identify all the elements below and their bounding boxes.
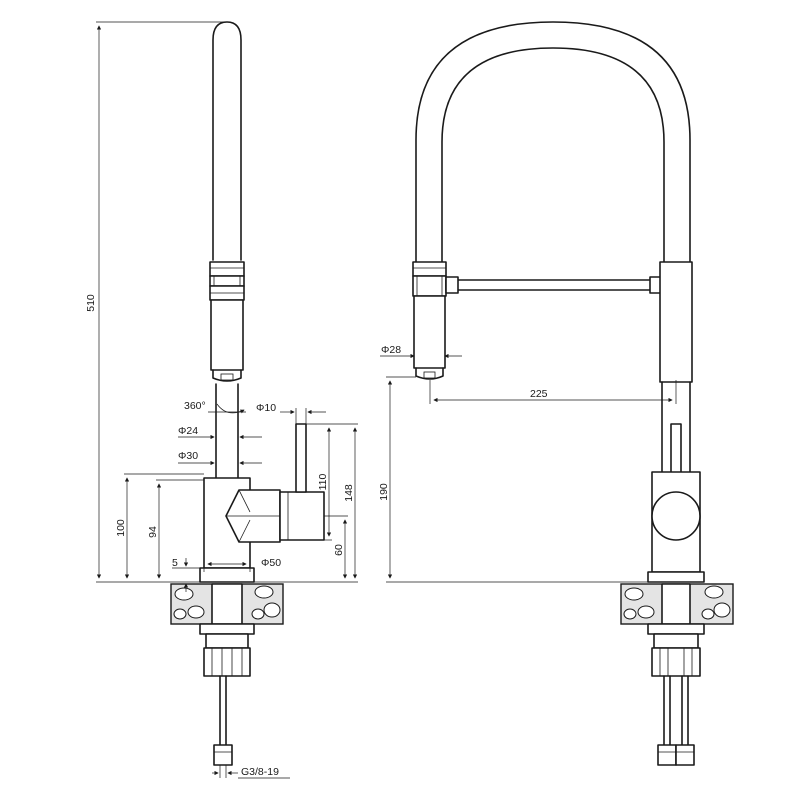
side-hose-fitting xyxy=(213,744,233,766)
dim-5: 5 xyxy=(172,557,178,569)
dim-225: 225 xyxy=(530,388,548,400)
dim-rotation: 360° xyxy=(184,400,206,412)
side-spray-head xyxy=(210,299,244,371)
front-spray-head xyxy=(413,295,446,369)
side-mounting-nut xyxy=(199,623,255,635)
dim-100: 100 xyxy=(115,519,127,537)
dim-thread: G3/8-19 xyxy=(241,766,279,778)
front-handle-knob xyxy=(651,491,701,541)
front-hose-fitting-left xyxy=(657,744,677,766)
side-handle-lever xyxy=(295,423,307,493)
front-holder-arm xyxy=(445,279,663,291)
front-coupling xyxy=(412,261,447,277)
dim-190: 190 xyxy=(378,483,390,501)
front-vertical-column xyxy=(659,261,693,383)
front-base-collar xyxy=(647,571,705,583)
front-mounting-nut xyxy=(647,623,705,635)
dim-phi30: Φ30 xyxy=(178,450,198,462)
dim-phi24: Φ24 xyxy=(178,425,198,437)
side-spout-tube xyxy=(212,21,242,261)
dim-60: 60 xyxy=(333,544,345,556)
dim-110: 110 xyxy=(317,473,329,490)
side-base-collar xyxy=(199,567,255,583)
front-hose-fitting-right xyxy=(675,744,695,766)
dim-94: 94 xyxy=(147,526,159,538)
dim-phi50: Φ50 xyxy=(261,557,281,569)
dim-phi10: Φ10 xyxy=(256,402,276,414)
front-view xyxy=(412,21,734,766)
dim-510: 510 xyxy=(85,294,97,312)
front-arched-spout xyxy=(415,21,691,263)
side-handle xyxy=(279,491,325,541)
dim-148: 148 xyxy=(343,484,355,502)
side-view xyxy=(170,21,325,766)
side-coupling xyxy=(209,261,245,277)
dim-phi28: Φ28 xyxy=(381,344,401,356)
front-dimensions xyxy=(380,353,677,583)
side-dimensions xyxy=(96,21,358,779)
rotation-arrow-icon xyxy=(216,403,245,414)
